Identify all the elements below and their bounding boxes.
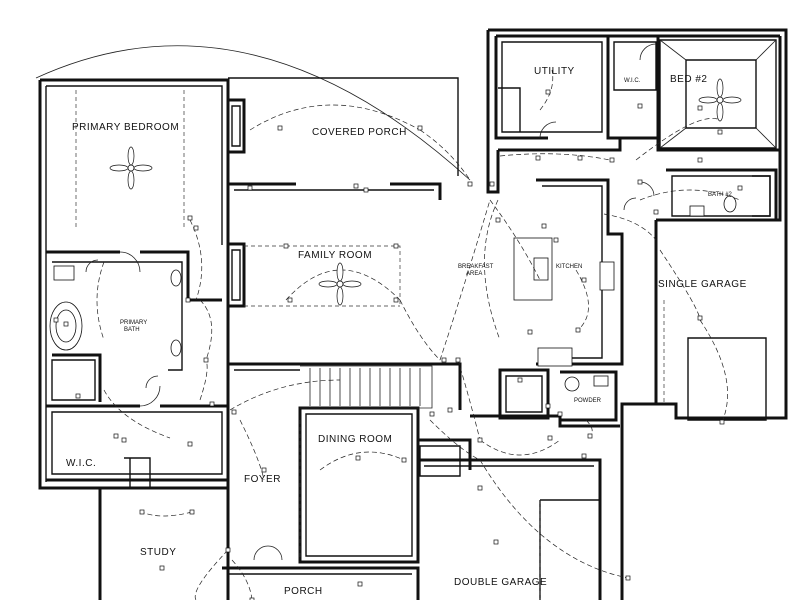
label-primary-bath-2: BATH — [124, 327, 140, 333]
ceiling-light-icon — [203, 357, 209, 363]
ceiling-light-icon — [287, 297, 293, 303]
ceiling-light-icon — [53, 317, 59, 323]
label-dining-room: DINING ROOM — [318, 434, 392, 445]
ceiling-light-icon — [455, 357, 461, 363]
staircase — [309, 368, 421, 406]
ceiling-light-icon — [493, 539, 499, 545]
ceiling-light-icon — [637, 179, 643, 185]
ceiling-light-icon — [625, 575, 631, 581]
top-arc — [35, 45, 471, 181]
ceiling-light-icon — [113, 433, 119, 439]
ceiling-light-icon — [355, 455, 361, 461]
ceiling-light-icon — [609, 157, 615, 163]
ceiling-fan-icon — [109, 146, 153, 190]
ceiling-light-icon — [527, 329, 533, 335]
ceiling-light-icon — [187, 441, 193, 447]
ceiling-light-icon — [697, 157, 703, 163]
label-bath-2: BATH #2 — [708, 192, 733, 198]
label-primary-bedroom: PRIMARY BEDROOM — [72, 122, 179, 133]
ceiling-light-icon — [535, 155, 541, 161]
ceiling-light-icon — [209, 401, 215, 407]
ceiling-light-icon — [447, 407, 453, 413]
ceiling-light-icon — [557, 411, 563, 417]
ceiling-light-icon — [547, 435, 553, 441]
label-breakfast: BREAKFAST — [458, 264, 494, 270]
ceiling-light-icon — [401, 457, 407, 463]
label-covered-porch: COVERED PORCH — [312, 127, 407, 138]
label-double-garage: DOUBLE GARAGE — [454, 577, 547, 588]
ceiling-light-icon — [587, 433, 593, 439]
ceiling-light-icon — [545, 89, 551, 95]
ceiling-light-icon — [517, 377, 523, 383]
wiring-circuits — [96, 69, 741, 600]
label-breakfast-area: AREA — [466, 271, 482, 277]
ceiling-light-icon — [63, 321, 69, 327]
label-single-garage: SINGLE GARAGE — [658, 279, 747, 290]
ceiling-light-icon — [193, 225, 199, 231]
ceiling-light-icon — [249, 597, 255, 600]
ceiling-light-icon — [719, 419, 725, 425]
light-fixtures — [53, 89, 743, 600]
ceiling-light-icon — [737, 185, 743, 191]
label-kitchen: KITCHEN — [556, 264, 582, 270]
ceiling-light-icon — [187, 215, 193, 221]
ceiling-light-icon — [225, 547, 231, 553]
label-bed-2: BED #2 — [670, 74, 707, 85]
label-powder: POWDER — [574, 398, 602, 404]
label-wic-small: W.I.C. — [624, 78, 641, 84]
label-primary-bath-1: PRIMARY — [120, 320, 147, 326]
ceiling-light-icon — [577, 155, 583, 161]
ceiling-light-icon — [575, 327, 581, 333]
ceiling-light-icon — [653, 209, 659, 215]
ceiling-light-icon — [261, 467, 267, 473]
label-study: STUDY — [140, 547, 176, 558]
label-utility: UTILITY — [534, 66, 575, 77]
ceiling-light-icon — [581, 277, 587, 283]
ceiling-light-icon — [185, 297, 191, 303]
ceiling-light-icon — [277, 125, 283, 131]
ceiling-light-icon — [393, 297, 399, 303]
ceiling-light-icon — [357, 581, 363, 587]
kitchen-island — [513, 237, 615, 367]
ceiling-light-icon — [581, 453, 587, 459]
ceiling-light-icon — [353, 183, 359, 189]
exterior-walls — [38, 28, 788, 600]
ceiling-light-icon — [231, 409, 237, 415]
ceiling-light-icon — [637, 103, 643, 109]
ceiling-light-icon — [189, 509, 195, 515]
ceiling-light-icon — [553, 237, 559, 243]
ceiling-fan-icon — [318, 262, 362, 306]
ceiling-light-icon — [429, 411, 435, 417]
label-foyer: FOYER — [244, 474, 281, 485]
ceiling-light-icon — [441, 357, 447, 363]
ceiling-fan-icon — [698, 78, 742, 122]
ceiling-light-icon — [717, 129, 723, 135]
ceiling-lines — [75, 90, 401, 560]
ceiling-light-icon — [363, 187, 369, 193]
ceiling-light-icon — [545, 403, 551, 409]
ceiling-light-icon — [283, 243, 289, 249]
ceiling-light-icon — [495, 217, 501, 223]
ceiling-light-icon — [139, 509, 145, 515]
label-porch: PORCH — [284, 586, 323, 597]
label-wic-large: W.I.C. — [66, 458, 96, 469]
ceiling-light-icon — [541, 223, 547, 229]
label-family-room: FAMILY ROOM — [298, 250, 372, 261]
ceiling-light-icon — [467, 181, 473, 187]
ceiling-light-icon — [477, 437, 483, 443]
ceiling-light-icon — [489, 181, 495, 187]
ceiling-light-icon — [477, 485, 483, 491]
ceiling-light-icon — [697, 315, 703, 321]
room-labels: PRIMARY BEDROOM COVERED PORCH UTILITY W.… — [66, 66, 747, 597]
ceiling-light-icon — [247, 185, 253, 191]
ceiling-light-icon — [159, 565, 165, 571]
ceiling-light-icon — [75, 393, 81, 399]
garage-door-lines — [539, 300, 665, 600]
ceiling-light-icon — [697, 105, 703, 111]
ceiling-light-icon — [121, 437, 127, 443]
interior-walls — [45, 36, 780, 600]
ceiling-light-icon — [393, 243, 399, 249]
ceiling-light-icon — [417, 125, 423, 131]
